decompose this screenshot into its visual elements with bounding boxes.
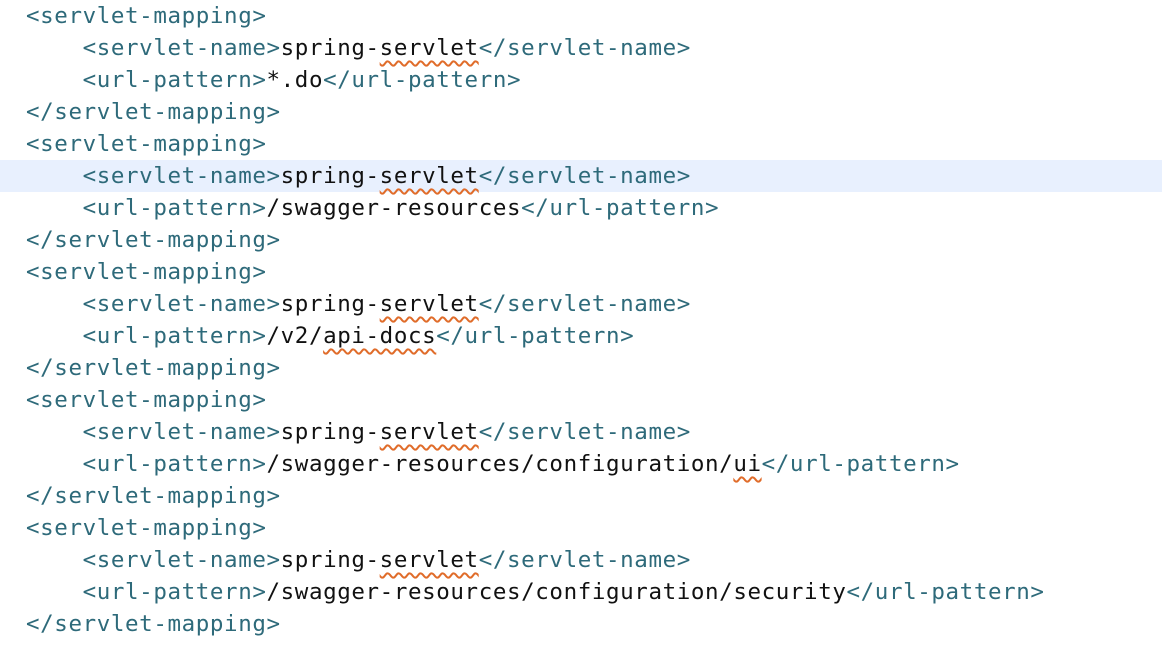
spell-error-text: servlet — [379, 291, 479, 317]
xml-tag: <url-pattern> — [82, 579, 267, 605]
indent-whitespace — [26, 547, 83, 573]
element-text: /swagger-resources — [266, 195, 522, 221]
code-line[interactable]: <servlet-mapping> — [0, 0, 1162, 32]
element-text: spring- — [280, 547, 380, 573]
indent-whitespace — [26, 291, 83, 317]
indent-whitespace — [26, 323, 83, 349]
element-text: spring- — [280, 163, 380, 189]
xml-tag: </servlet-mapping> — [26, 355, 281, 381]
xml-tag: </servlet-name> — [478, 35, 691, 61]
code-line[interactable]: <servlet-name>spring-servlet</servlet-na… — [0, 288, 1162, 320]
xml-tag: <servlet-mapping> — [26, 131, 267, 157]
code-line[interactable]: </servlet-mapping> — [0, 224, 1162, 256]
xml-tag: </url-pattern> — [846, 579, 1045, 605]
xml-tag: <url-pattern> — [82, 323, 267, 349]
xml-tag: </servlet-mapping> — [26, 483, 281, 509]
code-line[interactable]: <servlet-mapping> — [0, 384, 1162, 416]
xml-tag: </servlet-mapping> — [26, 227, 281, 253]
spell-error-text: servlet — [379, 547, 479, 573]
xml-tag: <servlet-mapping> — [26, 515, 267, 541]
element-text: spring- — [280, 35, 380, 61]
element-text: spring- — [280, 291, 380, 317]
code-line[interactable]: </servlet-mapping> — [0, 352, 1162, 384]
code-line[interactable]: <servlet-name>spring-servlet</servlet-na… — [0, 416, 1162, 448]
xml-tag: </url-pattern> — [521, 195, 720, 221]
code-line[interactable]: <url-pattern>*.do</url-pattern> — [0, 64, 1162, 96]
xml-tag: <url-pattern> — [82, 451, 267, 477]
code-line[interactable]: <servlet-mapping> — [0, 256, 1162, 288]
element-text: spring- — [280, 419, 380, 445]
code-line[interactable]: <url-pattern>/swagger-resources</url-pat… — [0, 192, 1162, 224]
indent-whitespace — [26, 195, 83, 221]
xml-tag: <servlet-mapping> — [26, 259, 267, 285]
element-text: *.do — [266, 67, 324, 93]
xml-tag: </url-pattern> — [436, 323, 635, 349]
xml-tag: <servlet-mapping> — [26, 387, 267, 413]
xml-tag: </servlet-name> — [478, 291, 691, 317]
xml-tag: <servlet-name> — [82, 291, 281, 317]
indent-whitespace — [26, 579, 83, 605]
xml-tag: <url-pattern> — [82, 195, 267, 221]
xml-tag: <url-pattern> — [82, 67, 267, 93]
indent-whitespace — [26, 163, 83, 189]
indent-whitespace — [26, 419, 83, 445]
code-line[interactable]: <servlet-name>spring-servlet</servlet-na… — [0, 32, 1162, 64]
code-line[interactable]: <servlet-name>spring-servlet</servlet-na… — [0, 160, 1162, 192]
code-line[interactable]: </servlet-mapping> — [0, 96, 1162, 128]
code-line[interactable]: <servlet-name>spring-servlet</servlet-na… — [0, 544, 1162, 576]
xml-tag: </url-pattern> — [761, 451, 960, 477]
element-text: /swagger-resources/configuration/securit… — [266, 579, 847, 605]
code-line[interactable]: <servlet-mapping> — [0, 512, 1162, 544]
xml-tag: </servlet-name> — [478, 163, 691, 189]
spell-error-text: servlet — [379, 419, 479, 445]
code-line[interactable]: <servlet-mapping> — [0, 128, 1162, 160]
code-line[interactable]: <url-pattern>/swagger-resources/configur… — [0, 576, 1162, 608]
spell-error-text: servlet — [379, 35, 479, 61]
xml-tag: </servlet-name> — [478, 419, 691, 445]
xml-tag: <servlet-mapping> — [26, 3, 267, 29]
indent-whitespace — [26, 35, 83, 61]
code-line[interactable]: </servlet-mapping> — [0, 608, 1162, 640]
xml-tag: <servlet-name> — [82, 163, 281, 189]
code-line[interactable]: <url-pattern>/swagger-resources/configur… — [0, 448, 1162, 480]
spell-error-text: api-docs — [323, 323, 437, 349]
element-text: /swagger-resources/configuration/ — [266, 451, 734, 477]
xml-tag: </servlet-mapping> — [26, 99, 281, 125]
spell-error-text: ui — [733, 451, 762, 477]
xml-tag: <servlet-name> — [82, 419, 281, 445]
xml-tag: </servlet-mapping> — [26, 611, 281, 637]
xml-tag: </url-pattern> — [323, 67, 522, 93]
code-line[interactable]: </servlet-mapping> — [0, 480, 1162, 512]
code-line[interactable]: <url-pattern>/v2/api-docs</url-pattern> — [0, 320, 1162, 352]
xml-tag: </servlet-name> — [478, 547, 691, 573]
indent-whitespace — [26, 451, 83, 477]
indent-whitespace — [26, 67, 83, 93]
xml-tag: <servlet-name> — [82, 35, 281, 61]
element-text: /v2/ — [266, 323, 324, 349]
spell-error-text: servlet — [379, 163, 479, 189]
xml-tag: <servlet-name> — [82, 547, 281, 573]
